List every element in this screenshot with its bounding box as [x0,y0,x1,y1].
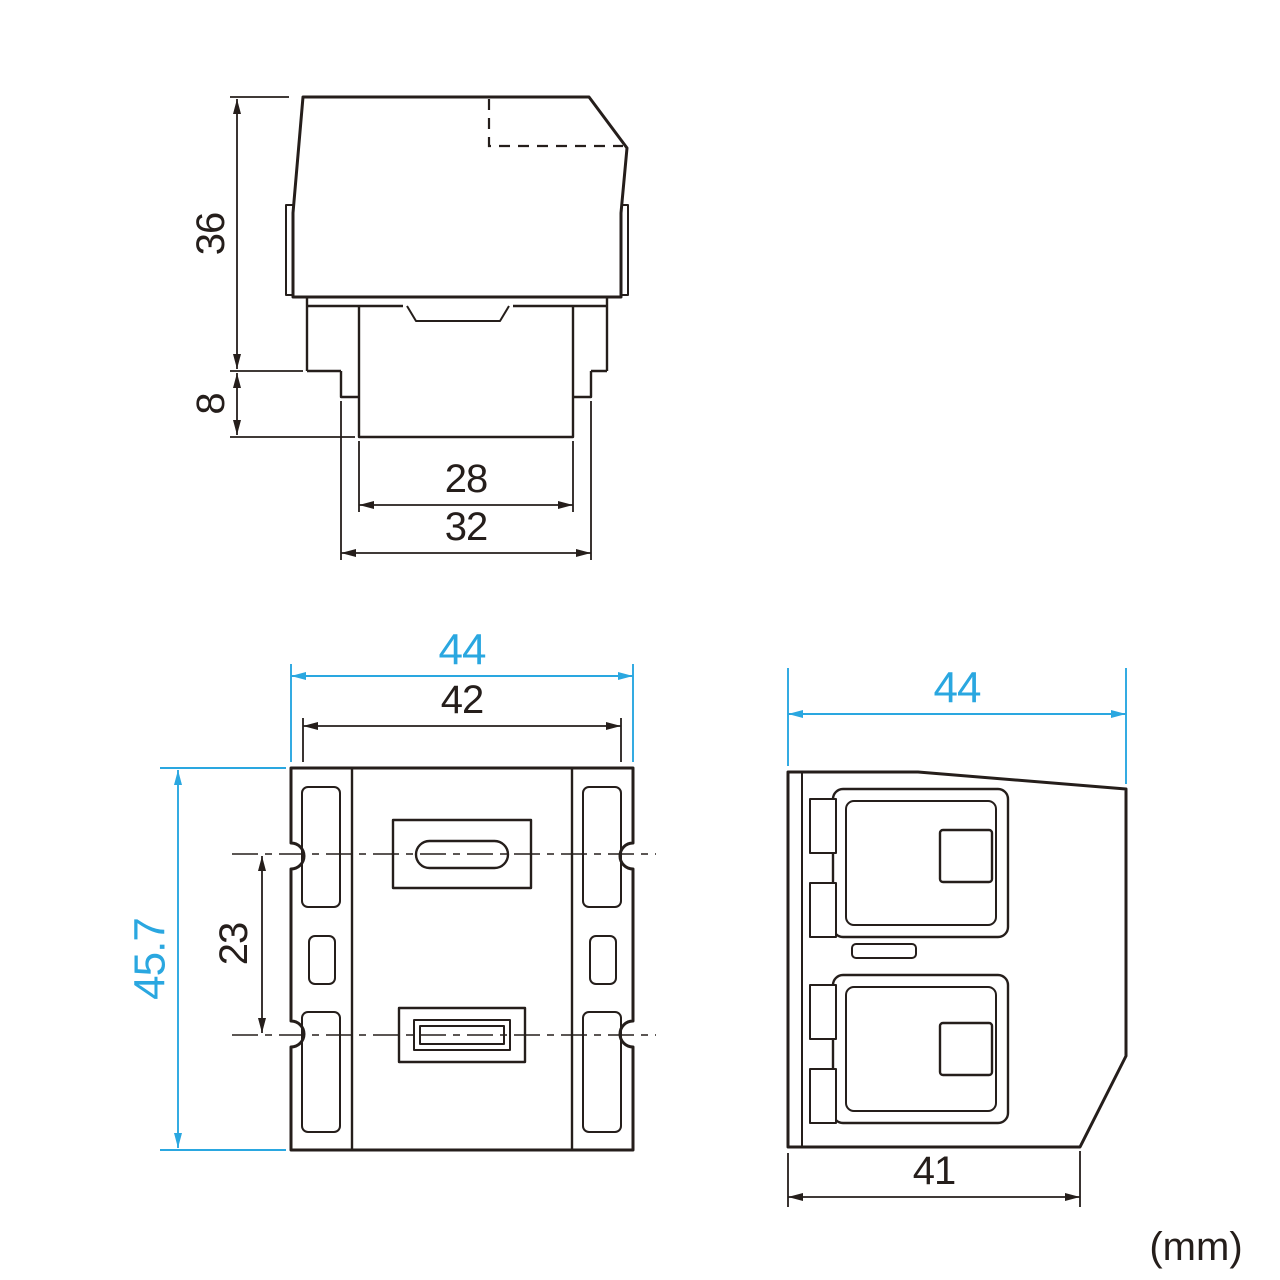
side-module-bottom-body [831,973,1010,1125]
top-inner-block [357,306,575,439]
mounting-claws [809,798,837,1124]
mounting-claw [809,798,837,854]
dim-label-outer-width: 32 [445,505,488,549]
top-latch [406,305,510,322]
dim-label-port-pitch: 23 [212,923,256,966]
front-extension-lines-black [302,718,622,762]
usb-a-port-inner [413,1019,511,1051]
module-separator [851,943,917,959]
front-view: 45.7 44 42 23 [126,626,656,1152]
mounting-claw [809,882,837,938]
side-module-top [831,787,1010,939]
side-module-bottom [831,973,1010,1125]
dim-label-overall-width: 44 [439,626,486,675]
port-centerlines [232,853,656,1036]
front-module-frame-lines [350,768,574,1150]
usb-c-port [391,818,533,890]
top-cover-outline [291,95,629,299]
dim-label-overall-depth: 44 [934,664,981,713]
front-view-dimensions: 45.7 44 42 23 [126,626,634,1151]
dim-label-base-depth: 8 [189,393,233,414]
top-side-tabs [285,204,629,296]
side-module-top-inner [845,800,997,926]
top-body-detail [305,297,609,399]
top-hidden-edge-dashed [487,99,623,148]
usb-c-port-slot [414,839,510,870]
front-extension-lines-accent [160,664,634,1151]
usb-c-port-outer [391,818,533,890]
mounting-claw [809,1068,837,1124]
dim-label-overall-height: 45.7 [126,918,175,1000]
side-view: 44 41 [786,664,1128,1207]
top-view-dimensions: 36 8 28 32 [189,96,592,560]
top-view: 36 8 28 32 [189,95,629,560]
front-plate-outline [289,766,635,1152]
mounting-claw [809,984,837,1040]
side-outline [786,770,1128,1149]
side-module-bottom-inner [845,986,997,1112]
dim-label-base-depth: 41 [913,1149,956,1193]
side-view-dimensions: 44 41 [787,664,1127,1207]
unit-label: (mm) [1149,1225,1242,1269]
top-extension-lines [230,96,592,560]
front-frame-slots [301,786,622,1133]
side-module-bottom-hole [938,1021,994,1077]
dim-label-cover-height: 36 [189,213,233,256]
side-module-top-hole [938,828,994,884]
frame-slot [582,786,622,908]
dim-label-frame-width: 42 [441,678,484,722]
frame-slot [301,786,341,908]
dim-label-inner-width: 28 [445,457,488,501]
frame-slot [582,1011,622,1133]
frame-slot [301,1011,341,1133]
frame-screw-slot [589,935,617,985]
side-module-top-body [831,787,1010,939]
frame-screw-slot [308,935,336,985]
